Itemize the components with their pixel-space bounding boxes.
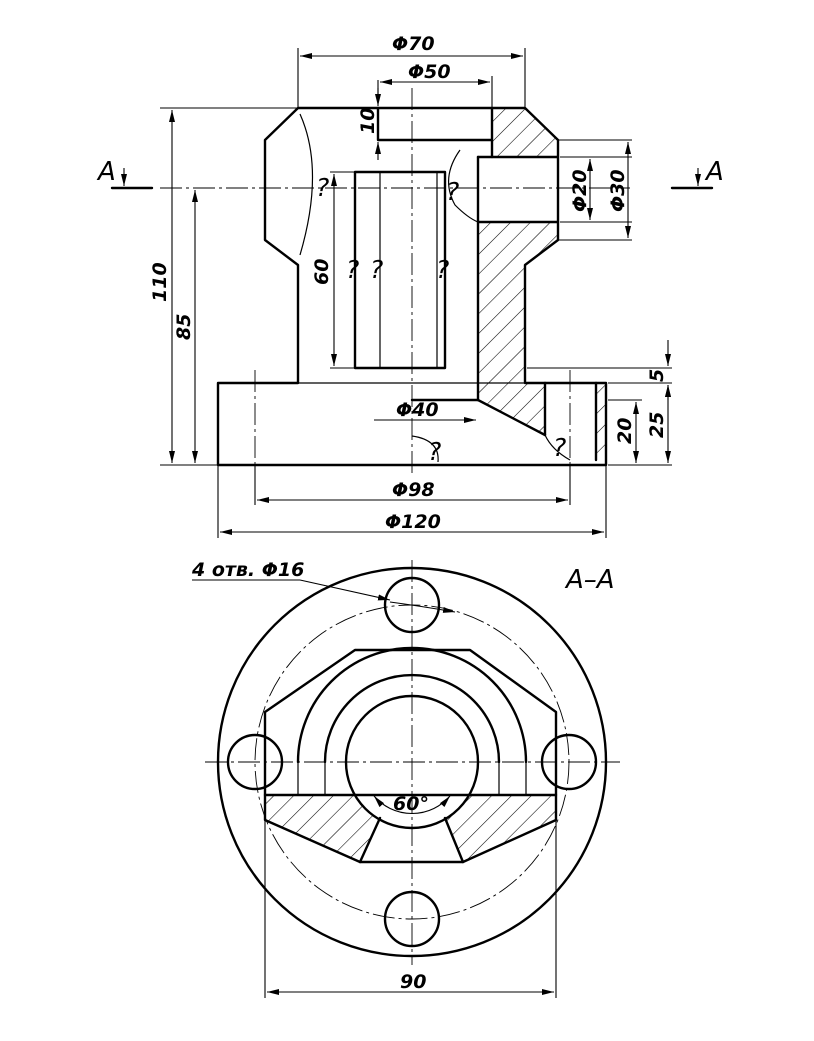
svg-text:A: A (96, 157, 116, 187)
dim-h10: 10 (357, 108, 379, 134)
dim-d20: Φ20 (569, 169, 591, 212)
unknown-mark: ? (346, 255, 359, 284)
dimensions-front: Φ70 Φ50 10 Φ20 Φ30 60 110 85 (149, 33, 672, 538)
dim-h25: 25 (646, 412, 668, 438)
unknown-mark: ? (428, 437, 441, 466)
holes-callout: 4 отв. Φ16 (191, 559, 304, 581)
unknown-mark: ? (370, 255, 383, 284)
unknown-mark: ? (446, 177, 459, 206)
dim-d30: Φ30 (607, 169, 629, 212)
inner-cavity (353, 170, 447, 370)
section-title: A–A (564, 565, 615, 595)
dim-h5: 5 (646, 369, 668, 382)
unknown-mark: ? (436, 255, 449, 284)
dim-h85: 85 (173, 314, 195, 340)
dim-d98: Φ98 (392, 479, 435, 501)
section-mark-left: A (96, 157, 154, 190)
section-a-a-view: A–A 60° 4 отв (191, 559, 620, 998)
dim-d50: Φ50 (408, 61, 451, 83)
top-bore (376, 106, 494, 142)
dim-d70: Φ70 (392, 33, 435, 55)
arc-outer (296, 646, 528, 764)
dim-d40: Φ40 (396, 399, 439, 421)
svg-text:A: A (704, 157, 724, 187)
section-hatching (478, 108, 606, 465)
dim-h110: 110 (149, 262, 171, 302)
dim-angle: 60° (393, 793, 429, 815)
dim-h60: 60 (311, 259, 333, 285)
dim-d120: Φ120 (385, 511, 441, 533)
unknown-mark: ? (316, 173, 329, 202)
front-view (160, 88, 630, 475)
dim-w90: 90 (400, 971, 426, 993)
unknown-markers: ? ? ? ? ? ? ? (316, 173, 566, 466)
section-mark-right: A (670, 157, 724, 190)
unknown-mark: ? (553, 433, 566, 462)
dim-h20: 20 (614, 418, 636, 444)
